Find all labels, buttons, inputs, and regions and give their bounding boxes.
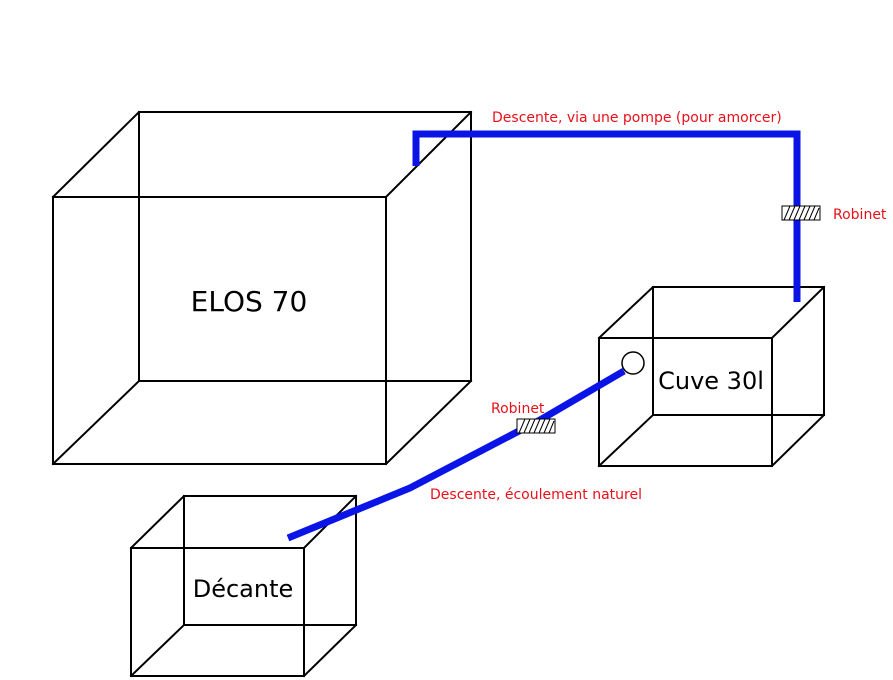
valve-icon [781,205,821,221]
pipe-natural-label: Descente, écoulement naturel [430,487,642,503]
valve-lower-label: Robinet [491,401,545,417]
valve-upper-label: Robinet [833,207,887,223]
tank-decante: Décante [129,494,358,678]
pipe-pumped-label: Descente, via une pompe (pour amorcer) [492,110,782,126]
tank-decante-label: Décante [193,575,294,603]
valve-icon [516,418,556,434]
tank-cuve: Cuve 30l [597,285,826,468]
tank-elos-label: ELOS 70 [191,285,308,318]
overflow-hole [621,351,645,375]
tank-cuve-label: Cuve 30l [658,367,764,395]
pipe-natural-descent [286,367,626,542]
pipe-pumped-descent [412,130,801,302]
tank-elos: ELOS 70 [51,110,473,466]
